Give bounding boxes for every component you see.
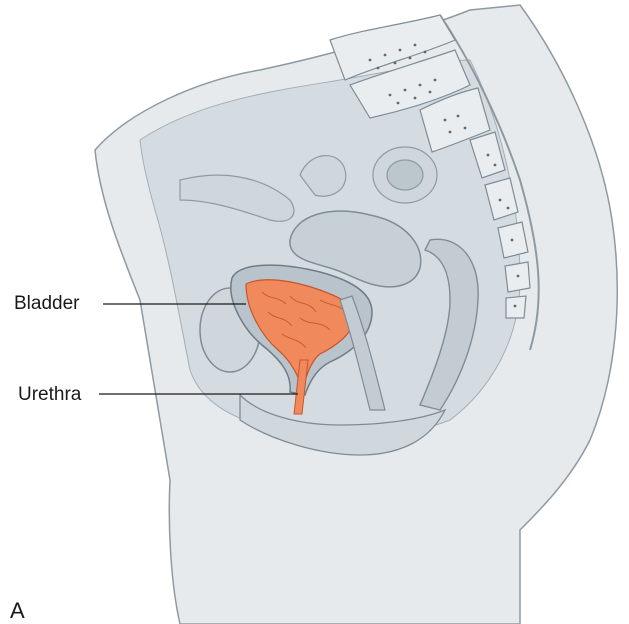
bladder-label: Bladder xyxy=(14,293,80,314)
vagina xyxy=(339,295,386,411)
perineum xyxy=(239,393,447,456)
uterus xyxy=(289,210,422,288)
urethra xyxy=(293,359,309,415)
spine xyxy=(329,14,540,351)
urethra-label: Urethra xyxy=(18,384,82,405)
panel-letter: A xyxy=(10,598,25,623)
rectum xyxy=(419,238,479,411)
intestines xyxy=(179,146,438,222)
bladder-lumen xyxy=(245,279,355,393)
bladder-rugae xyxy=(261,291,347,349)
